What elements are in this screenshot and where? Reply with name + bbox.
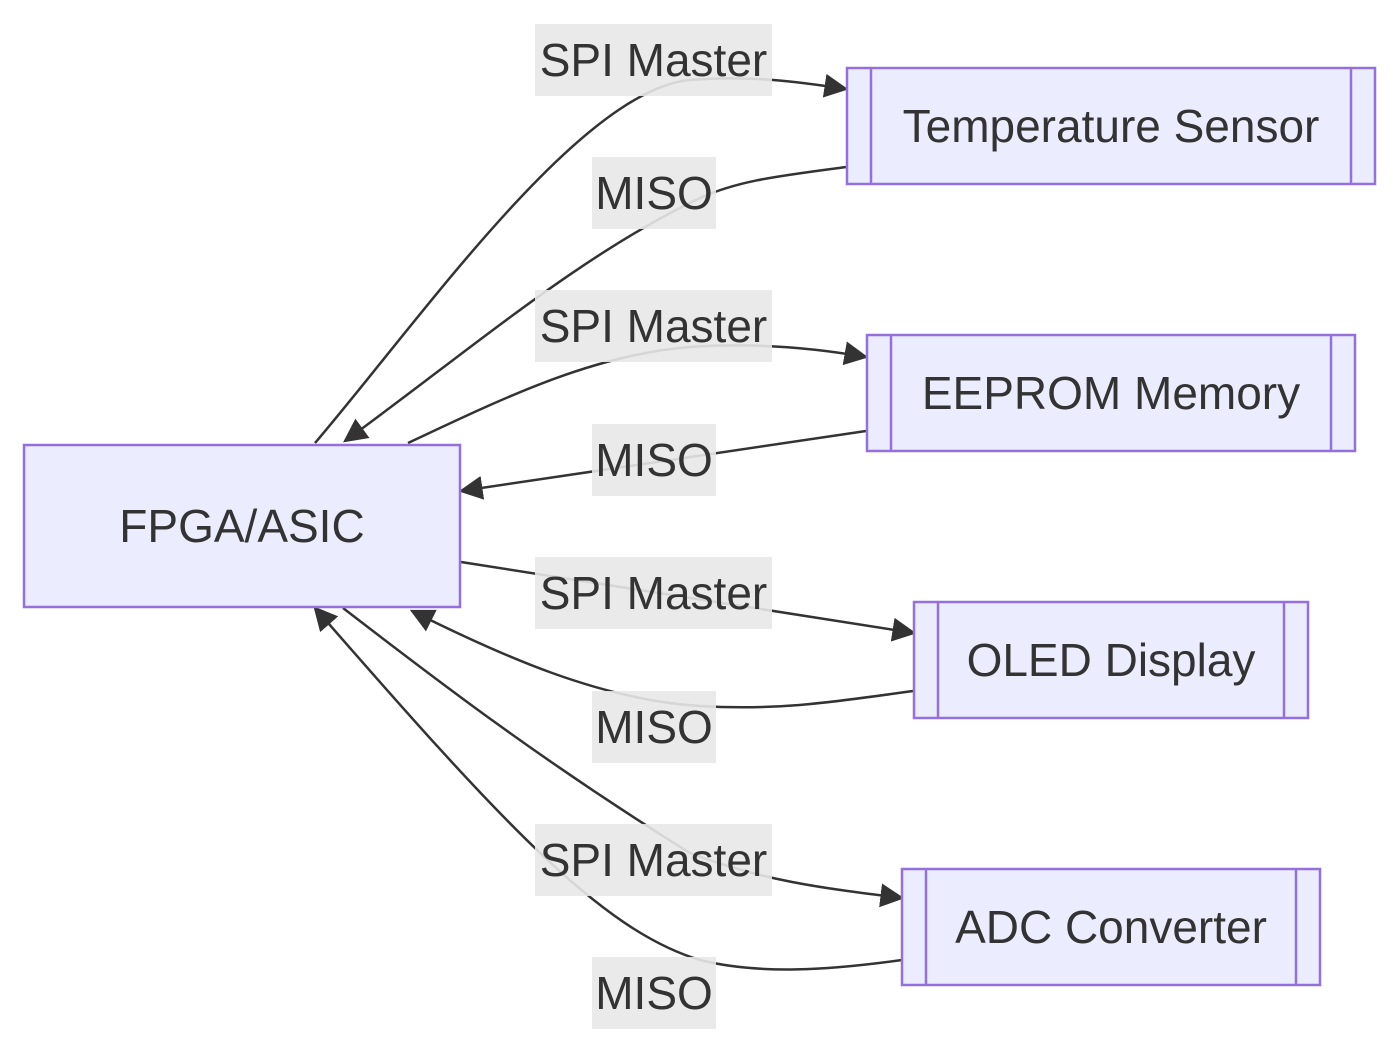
edge-label-text: MISO: [595, 967, 713, 1019]
node-adc-converter[interactable]: ADC Converter: [900, 867, 1322, 987]
edge-labels: SPI Master MISO SPI Master MISO SPI Mast…: [535, 24, 772, 1029]
node-eeprom-memory[interactable]: EEPROM Memory: [865, 333, 1357, 453]
edge-label-fpga-oled-display: SPI Master: [535, 557, 772, 629]
edge-label-text: MISO: [595, 434, 713, 486]
node-label: EEPROM Memory: [922, 367, 1300, 419]
node-label: Temperature Sensor: [903, 100, 1320, 152]
edge-label-text: SPI Master: [540, 834, 768, 886]
node-label: OLED Display: [967, 634, 1256, 686]
node-oled-display[interactable]: OLED Display: [912, 600, 1310, 720]
edge-label-text: MISO: [595, 167, 713, 219]
node-fpga-asic[interactable]: FPGA/ASIC: [22, 443, 462, 609]
edge-label-text: MISO: [595, 701, 713, 753]
node-temperature-sensor[interactable]: Temperature Sensor: [845, 66, 1377, 186]
edge-label-text: SPI Master: [540, 300, 768, 352]
edge-label-text: SPI Master: [540, 34, 768, 86]
edge-label-fpga-eeprom-memory: SPI Master: [535, 290, 772, 362]
edge-label-fpga-adc-converter: SPI Master: [535, 824, 772, 896]
edge-label-text: SPI Master: [540, 567, 768, 619]
edge-label-temperature-sensor-fpga: MISO: [592, 157, 716, 229]
nodes: FPGA/ASIC Temperature Sensor EEPROM Memo…: [22, 66, 1377, 987]
edge-label-eeprom-memory-fpga: MISO: [592, 424, 716, 496]
edge-label-oled-display-fpga: MISO: [592, 691, 716, 763]
edge-adc-converter-to-fpga: [313, 606, 903, 971]
node-label: FPGA/ASIC: [119, 500, 364, 552]
edge-label-fpga-temperature-sensor: SPI Master: [535, 24, 772, 96]
edge-fpga-to-temperature-sensor: [314, 73, 849, 444]
edge-label-adc-converter-fpga: MISO: [592, 957, 716, 1029]
node-label: ADC Converter: [955, 901, 1267, 953]
